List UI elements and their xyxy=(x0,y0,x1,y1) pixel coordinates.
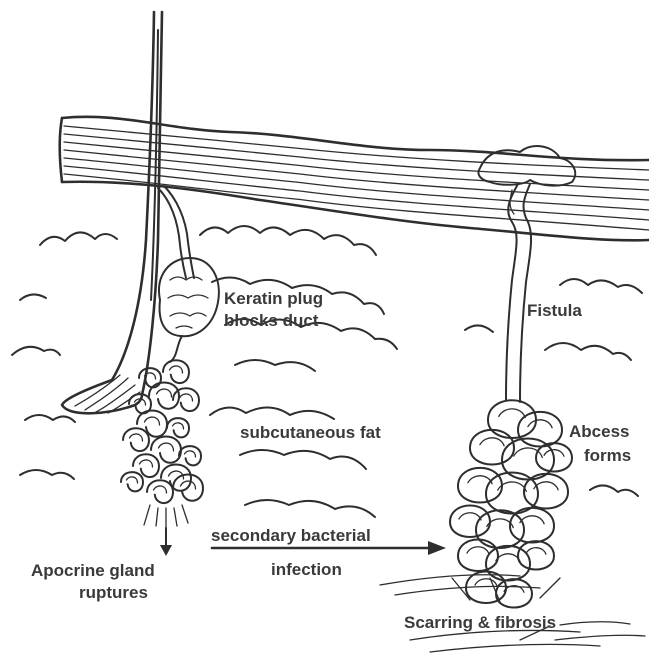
rupture-marks xyxy=(144,505,188,556)
label-apocrine-1: Apocrine gland xyxy=(31,561,155,580)
label-fistula: Fistula xyxy=(527,301,582,320)
label-subcutaneous-fat: subcutaneous fat xyxy=(240,423,381,442)
label-abscess-2: forms xyxy=(584,446,631,465)
hair-follicle xyxy=(62,12,162,413)
label-abscess-1: Abcess xyxy=(569,422,629,441)
keratin-plug xyxy=(159,258,219,336)
label-bacterial-2: infection xyxy=(271,560,342,579)
label-scarring: Scarring & fibrosis xyxy=(404,613,556,632)
label-apocrine-2: ruptures xyxy=(79,583,148,602)
label-keratin-plug-2: blocks duct xyxy=(224,311,319,330)
labels: Keratin plug blocks duct Fistula subcuta… xyxy=(31,289,631,632)
abscess-mass xyxy=(450,400,572,607)
fistula-tract xyxy=(478,146,575,402)
apocrine-gland-coil xyxy=(121,336,203,503)
apocrine-duct xyxy=(158,186,194,278)
label-keratin-plug-1: Keratin plug xyxy=(224,289,323,308)
label-bacterial-1: secondary bacterial xyxy=(211,526,371,545)
